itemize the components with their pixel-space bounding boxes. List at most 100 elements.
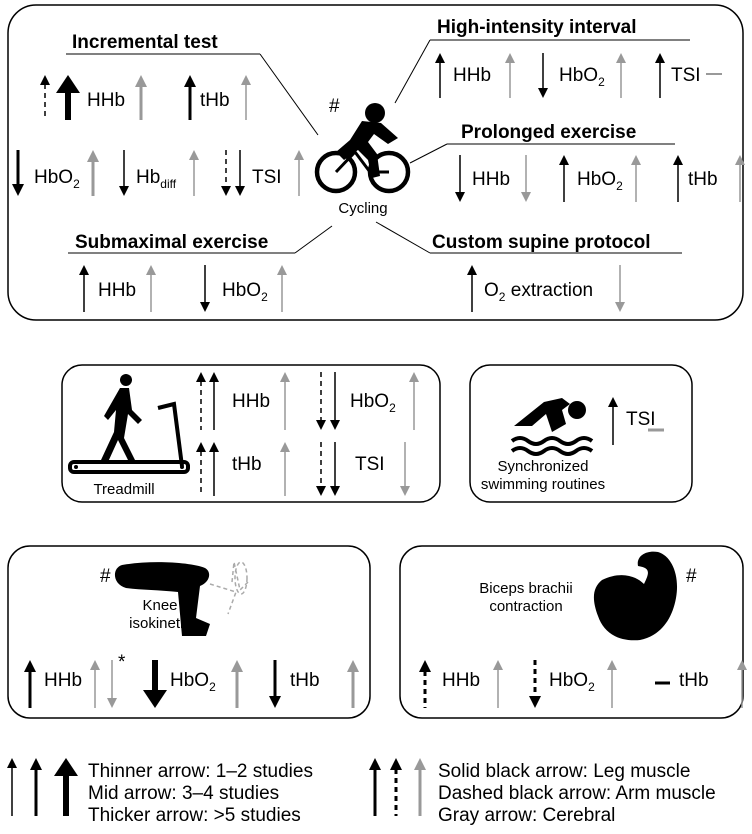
knee-thb: tHb [290,670,320,691]
up-arrow-black-54 [7,758,17,816]
treadmill-tsi: TSI [355,454,385,475]
legend-thicker: Thicker arrow: >5 studies [88,805,301,826]
cycling-label: Cycling [338,200,387,217]
hash-mark-knee: # [100,566,111,587]
up-arrow-black-36 [209,442,219,496]
up-arrow-black-35 [196,442,206,496]
hash-mark-cycling: # [329,96,340,117]
significance-star: * [118,652,126,673]
up-arrow-black-58 [390,758,402,816]
supine-title: Custom supine protocol [432,232,651,253]
down-arrow-black-9 [221,150,231,196]
down-arrow-black-10 [235,150,245,196]
up-arrow-black-0 [40,75,50,120]
hash-mark-biceps: # [686,566,697,587]
submaximal-title: Submaximal exercise [75,232,268,253]
prolonged-title: Prolonged exercise [461,122,636,143]
up-arrow-black-27 [467,265,477,312]
down-arrow-black-38 [316,442,326,496]
treadmill-hhb: HHb [232,391,270,412]
hiit-title: High-intensity interval [437,17,637,38]
prolonged-thb: tHb [688,169,718,190]
biceps-hhb: HHb [442,670,480,691]
up-arrow-black-41 [608,397,618,445]
prolonged-hbo2: HbO2 [577,169,623,193]
down-arrow-black-5 [12,150,24,196]
up-arrow-gray-48 [347,660,359,708]
up-arrow-gray-4 [241,75,251,120]
up-arrow-black-30 [209,372,219,430]
knee-label-line1: Knee [142,597,177,614]
up-arrow-gray-31 [280,372,290,430]
incremental-thb: tHb [200,90,230,111]
biceps-panel [399,545,744,719]
hiit-tsi: TSI [671,65,701,86]
swimming-label-line1: Synchronized [498,458,589,475]
up-arrow-black-55 [30,758,42,816]
up-arrow-gray-8 [189,150,199,196]
up-arrow-gray-6 [87,150,99,196]
up-arrow-black-19 [559,155,569,202]
up-arrow-gray-37 [280,442,290,496]
hiit-hbo2: HbO2 [559,65,605,89]
knee-hhb: HHb [44,670,82,691]
swimming-label-line2: swimming routines [481,476,605,493]
down-arrow-black-7 [119,150,129,196]
swimming-panel [469,364,693,503]
up-arrow-gray-46 [231,660,243,708]
biceps-label-line2: contraction [489,598,562,615]
up-arrow-black-23 [79,265,89,312]
down-arrow-black-14 [538,53,548,98]
up-arrow-gray-34 [409,372,419,430]
treadmill-label: Treadmill [93,481,154,498]
up-arrow-black-57 [369,758,381,816]
down-arrow-black-33 [330,372,340,430]
up-arrow-gray-13 [505,53,515,98]
submax-hhb: HHb [98,280,136,301]
incremental-hbo2: HbO2 [34,167,80,191]
up-arrow-gray-24 [146,265,156,312]
up-arrow-gray-26 [277,265,287,312]
down-arrow-black-39 [330,442,340,496]
knee-panel [7,545,371,719]
up-arrow-black-3 [184,75,196,120]
supine-o2-extraction: O2 extraction [484,280,593,304]
up-arrow-gray-50 [493,660,503,708]
biceps-label-line1: Biceps brachii [479,580,572,597]
knee-icon [114,561,251,636]
swimmer-icon [510,398,594,456]
down-arrow-gray-18 [521,155,531,202]
arrow-layer [7,53,747,816]
incremental-test-title: Incremental test [72,32,218,53]
symbols: # # # * [100,96,697,673]
down-arrow-black-17 [455,155,465,202]
down-arrow-black-25 [200,265,210,312]
treadmill-icon [68,374,190,474]
treadmill-hbo2: HbO2 [350,391,396,415]
up-arrow-black-56 [54,758,78,816]
down-arrow-gray-28 [615,265,625,312]
up-arrow-black-49 [419,660,431,708]
down-arrow-black-45 [143,660,167,708]
up-arrow-black-1 [56,75,80,120]
legend-mid: Mid arrow: 3–4 studies [88,783,279,804]
knee-hbo2: HbO2 [170,670,216,694]
up-arrow-gray-52 [607,660,617,708]
down-arrow-gray-44 [107,660,117,708]
legend-solid: Solid black arrow: Leg muscle [438,761,690,782]
up-arrow-black-16 [655,53,665,98]
cycling-connectors [66,39,690,254]
up-arrow-gray-20 [631,155,641,202]
treadmill-thb: tHb [232,454,262,475]
treadmill-panel [61,364,441,503]
up-arrow-gray-59 [414,758,426,816]
flexed-arm-icon [593,551,678,641]
cyclist-icon [314,103,411,194]
biceps-thb: tHb [679,670,709,691]
legend-gray: Gray arrow: Cerebral [438,805,615,826]
down-arrow-black-47 [269,660,281,708]
down-arrow-black-51 [529,660,541,708]
submax-hbo2: HbO2 [222,280,268,304]
up-arrow-gray-43 [90,660,100,708]
